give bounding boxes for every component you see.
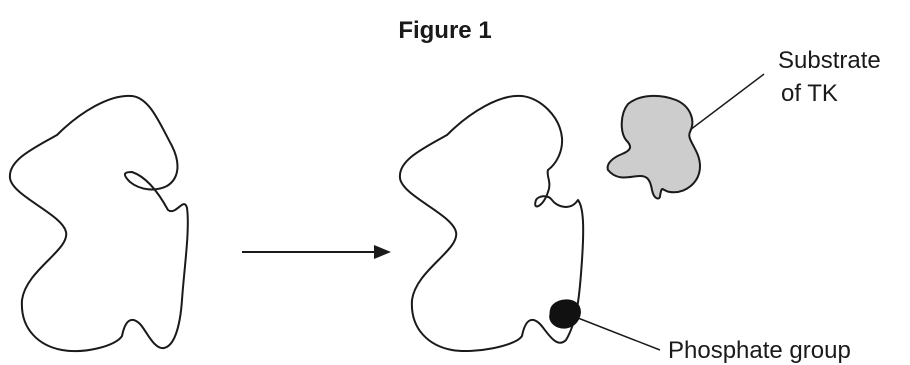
substrate-leader-line (689, 73, 765, 131)
enzyme-inactive (8, 94, 189, 352)
enzyme-active (398, 94, 585, 352)
substrate-label-line1: Substrate (778, 47, 881, 74)
substrate-label-line2: of TK (781, 80, 838, 107)
figure-title: Figure 1 (398, 17, 491, 44)
phosphate-label: Phosphate group (668, 337, 851, 364)
substrate-shape (606, 94, 701, 200)
phosphate-group (549, 299, 581, 329)
arrow-head (374, 245, 391, 259)
phosphate-leader-line (577, 317, 661, 351)
